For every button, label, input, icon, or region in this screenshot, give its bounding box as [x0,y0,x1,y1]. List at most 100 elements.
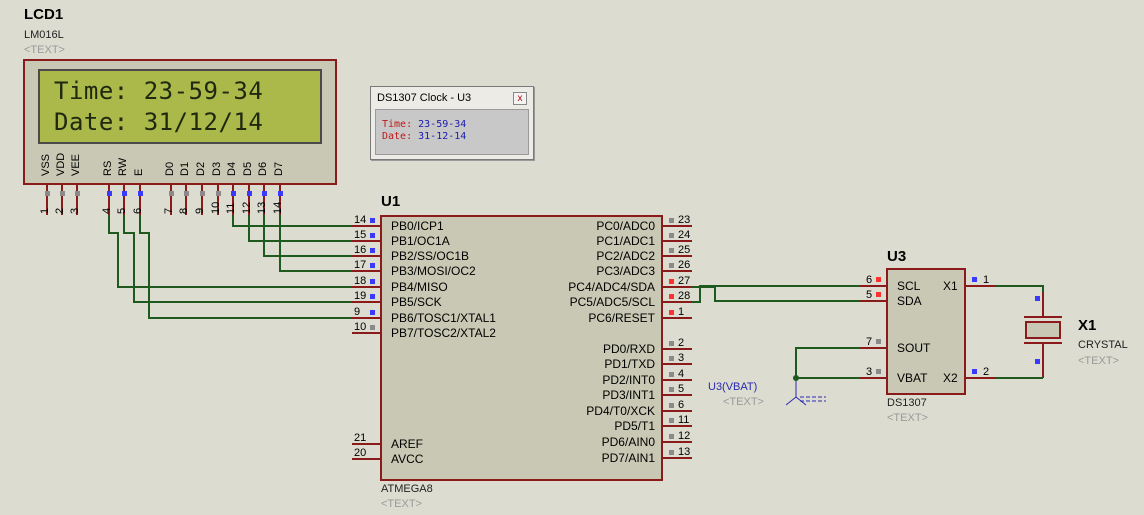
mcu-pin-label: AREF [391,437,424,451]
mcu-body[interactable] [380,215,663,481]
mcu-pin-label: PC4/ADC4/SDA [568,280,655,294]
rtc-pin-marker [876,369,881,374]
mcu-pin-number: 4 [678,368,685,380]
rtc-pin-label: X2 [943,371,958,385]
mcu-pin-label: PB4/MISO [391,280,448,294]
mcu-pin-number: 11 [678,414,690,426]
mcu-pin-label: PC5/ADC5/SCL [569,295,655,309]
wire-net [692,285,860,303]
mcu-pin-label: AVCC [391,452,424,466]
lcd-pin-number: 4 [101,207,113,214]
mcu-pin-number: 28 [678,290,691,302]
wire-net [279,215,352,272]
wire-net [692,286,860,302]
lcd-pin-name: RW [117,157,129,176]
wires [108,215,1044,381]
rtc-body[interactable] [886,268,966,395]
popup-date-value: 31-12-14 [418,131,467,142]
lcd-pin-marker [122,191,127,196]
rtc-ref-label: U3 [887,248,907,265]
wire-net [248,215,352,242]
mcu-pin-marker [370,233,375,238]
rtc-pin-label: SDA [897,294,922,308]
wire-net [795,347,860,379]
mcu-pin-number: 21 [354,432,367,444]
rtc-pin-marker [972,369,977,374]
mcu-pin-label: PB6/TOSC1/XTAL1 [391,311,496,325]
mcu-pin-marker [669,434,674,439]
lcd-pin-name: VDD [55,152,67,176]
mcu-pin-marker [669,356,674,361]
mcu-pin-marker [370,294,375,299]
mcu-pin-number: 2 [678,337,685,349]
mcu-pin-label: PD7/AIN1 [601,451,655,465]
lcd-line-1: Time: 23-59-34 [54,77,264,105]
mcu-pin-marker [370,263,375,268]
crystal-model-label: CRYSTAL [1078,339,1128,351]
mcu-pin-number: 1 [678,306,685,318]
close-icon[interactable]: x [513,92,527,105]
mcu-pin-label: PB7/TOSC2/XTAL2 [391,326,496,340]
lcd-pin-name: D7 [273,161,285,176]
mcu-pin-label: PD2/INT0 [602,373,655,387]
vbat-terminal-symbol[interactable] [785,378,826,406]
lcd-pin-number: 13 [256,201,268,214]
rtc-pin-number: 3 [866,366,873,378]
crystal-symbol[interactable] [1024,292,1062,378]
wire-junction [793,375,799,381]
lcd-pin-number: 2 [54,207,66,214]
vbat-text-tag: <TEXT> [723,396,764,408]
lcd-pin-name: VEE [70,153,82,176]
mcu-pin-number: 25 [678,244,691,256]
rtc-pin-label: VBAT [897,371,928,385]
mcu-pin-number: 15 [354,229,367,241]
mcu-pin-marker [669,372,674,377]
rtc-pin-number: 5 [866,289,873,301]
lcd-pin-name: D6 [257,161,269,176]
popup-title: DS1307 Clock - U3 [377,92,472,104]
mcu-pin-number: 12 [678,430,691,442]
popup-display: Time: 23-59-34 Date: 31-12-14 [375,109,529,155]
mcu-pin-number: 20 [354,447,367,459]
mcu-pin-marker [370,248,375,253]
popup-date-label: Date: [382,131,413,142]
lcd-pin-number: 14 [272,201,284,214]
mcu-pin-number: 16 [354,244,367,256]
mcu-pin-number: 6 [678,399,685,411]
ds1307-clock-window[interactable]: DS1307 Clock - U3 x Time: 23-59-34 Date:… [370,86,534,160]
mcu-ref-label: U1 [381,193,401,210]
mcu-pin-number: 23 [678,214,691,226]
rtc-pin-number: 6 [866,274,873,286]
mcu-pin-marker [370,325,375,330]
lcd-pin-name: RS [102,160,114,176]
lcd-pin-number: 8 [178,207,190,214]
wire-net [123,215,352,303]
mcu-pin-label: PD1/TXD [604,357,655,371]
mcu-pin-number: 24 [678,229,691,241]
lcd-pin-name: E [133,168,145,176]
rtc-model-label: DS1307 [887,397,927,409]
lcd-pin-name: D0 [164,161,176,176]
mcu-pin-marker [370,279,375,284]
rtc-pin-label: SOUT [897,341,931,355]
wire-net [139,215,352,319]
mcu-pin-label: PB5/SCK [391,295,442,309]
mcu-pin-marker [669,341,674,346]
rtc-pin-number: 7 [866,336,873,348]
crystal-ref-label: X1 [1078,317,1097,334]
mcu-pin-number: 10 [354,321,367,333]
rtc-pin-marker [972,277,977,282]
mcu-pin-number: 14 [354,214,367,226]
mcu-pin-marker [669,310,674,315]
mcu-pin-marker [370,218,375,223]
mcu-pin-number: 3 [678,352,685,364]
lcd-pin-number: 1 [39,207,51,214]
mcu-pin-label: PD6/AIN0 [601,435,655,449]
popup-date-row: Date: 31-12-14 [382,131,466,142]
mcu-text-tag: <TEXT> [381,498,422,510]
mcu-pin-marker [669,418,674,423]
lcd-model-label: LM016L [24,29,64,41]
vbat-net-label[interactable]: U3(VBAT) [708,381,758,393]
rtc-text-tag: <TEXT> [887,412,928,424]
lcd-pin-marker [278,191,283,196]
